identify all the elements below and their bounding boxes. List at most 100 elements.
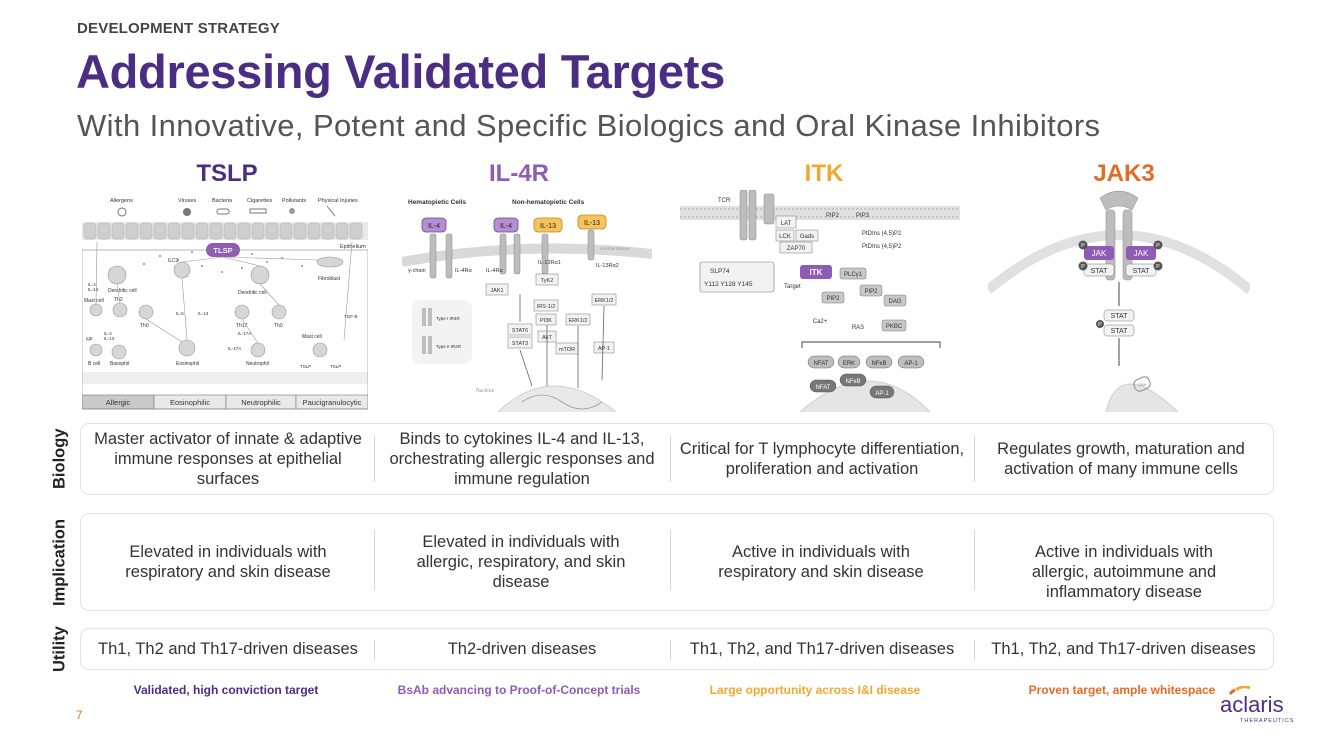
- utility-cell-tslp: Th1, Th2 and Th17-driven diseases: [98, 640, 358, 658]
- epithelium-layer: [82, 222, 368, 240]
- svg-text:IL-17A: IL-17A: [228, 346, 241, 351]
- svg-text:NFAT: NFAT: [814, 361, 829, 367]
- svg-text:IRS-1/2: IRS-1/2: [537, 304, 556, 310]
- nucleus-shape: [1105, 383, 1179, 412]
- svg-text:STAT: STAT: [1091, 268, 1109, 275]
- th0-cell: [271, 304, 287, 320]
- svg-text:ERK1/2: ERK1/2: [569, 318, 588, 324]
- svg-text:Paucigranulocytic: Paucigranulocytic: [303, 398, 362, 407]
- biology-cell-tslp: Master activator of innate & adaptive im…: [94, 430, 362, 488]
- tslp-pathway-diagram: Allergens Viruses Bacteria Cigarettes Po…: [82, 190, 368, 412]
- svg-text:Neutrophilic: Neutrophilic: [241, 398, 281, 407]
- svg-text:ILC2: ILC2: [168, 258, 179, 264]
- ilc2-cell: [173, 261, 191, 279]
- itk-pathway-diagram: TCR LAT LCK Gads ZAP70 PIP2 PIP3 PtDIns …: [680, 190, 960, 412]
- svg-text:Th0: Th0: [140, 323, 149, 329]
- svg-text:Allergic: Allergic: [106, 398, 131, 407]
- column-header-jak3: JAK3: [1093, 160, 1155, 187]
- svg-text:B cell: B cell: [88, 361, 100, 367]
- svg-text:IL-13Rα1: IL-13Rα1: [538, 260, 561, 266]
- svg-text:Neutrophil: Neutrophil: [246, 361, 269, 367]
- implication-cell-itk: Active in individuals with respiratory a…: [718, 543, 924, 581]
- svg-text:Non-hematopietic Cells: Non-hematopietic Cells: [512, 199, 585, 206]
- dendritic-cell: [250, 265, 270, 285]
- dendritic-cell: [107, 265, 127, 285]
- column-header-tslp: TSLP: [196, 160, 258, 187]
- svg-text:STAT: STAT: [1133, 268, 1151, 275]
- basophil-cell: [111, 344, 127, 360]
- svg-text:DNA: DNA: [1138, 382, 1147, 387]
- divider: [374, 436, 375, 482]
- svg-text:ERK1/2: ERK1/2: [595, 298, 614, 304]
- implication-row: Elevated in individuals with respiratory…: [80, 513, 1274, 611]
- svg-text:Type I IR4R: Type I IR4R: [436, 316, 461, 321]
- page-number: 7: [76, 708, 83, 722]
- allergen-icon: [117, 207, 127, 217]
- svg-text:Eosinophil: Eosinophil: [176, 361, 199, 367]
- il13-ligand: [533, 217, 563, 233]
- implication-cell-tslp: Elevated in individuals with respiratory…: [125, 543, 331, 581]
- svg-text:PLCγ1: PLCγ1: [844, 272, 863, 278]
- phenotype-bar: Allergic Eosinophilic Neutrophilic Pauci…: [82, 394, 368, 410]
- svg-text:PKBC: PKBC: [886, 324, 903, 330]
- svg-text:PIP2: PIP2: [864, 289, 878, 295]
- svg-text:Target: Target: [784, 284, 801, 290]
- slp74-box: [699, 261, 775, 293]
- svg-text:THERAPEUTICS: THERAPEUTICS: [1240, 718, 1294, 724]
- svg-text:IL-17A: IL-17A: [238, 331, 251, 336]
- mast-cell: [312, 342, 328, 358]
- divider: [974, 436, 975, 482]
- svg-text:IL-4: IL-4: [104, 331, 112, 336]
- svg-text:IL-13Rα2: IL-13Rα2: [596, 263, 619, 269]
- biology-cell-jak3: Regulates growth, maturation and activat…: [997, 440, 1245, 478]
- implication-cell-il4r: Elevated in individuals with allergic, r…: [416, 533, 626, 591]
- svg-text:RAS: RAS: [852, 325, 864, 331]
- svg-text:Mast cell: Mast cell: [84, 298, 104, 304]
- svg-text:IL-4: IL-4: [428, 223, 440, 230]
- svg-text:Nucleus: Nucleus: [476, 388, 495, 394]
- neutrophil-cell: [250, 342, 266, 358]
- column-header-itk: ITK: [804, 160, 844, 187]
- svg-text:IL-4Rα: IL-4Rα: [455, 268, 472, 274]
- nucleus-shape: [799, 380, 931, 412]
- biology-cell-il4r: Binds to cytokines IL-4 and IL-13, orche…: [389, 430, 655, 488]
- fibroblast-cell: [316, 256, 344, 268]
- svg-text:PIP2: PIP2: [826, 296, 840, 302]
- svg-text:NFκB: NFκB: [872, 361, 887, 367]
- svg-text:LCK: LCK: [779, 234, 791, 240]
- svg-text:STAT: STAT: [1111, 328, 1129, 335]
- svg-text:aclaris: aclaris: [1220, 692, 1284, 717]
- jak-box: [1084, 246, 1114, 260]
- svg-text:IL-5: IL-5: [176, 311, 184, 316]
- svg-text:AP-1: AP-1: [904, 361, 918, 367]
- footnote-il4r: BsAb advancing to Proof-of-Concept trial…: [397, 683, 641, 697]
- trigger-label: Physical Injuries: [318, 198, 358, 204]
- implication-cell-jak3: Active in individuals with allergic, aut…: [1031, 543, 1217, 601]
- svg-text:NFAT: NFAT: [816, 385, 831, 391]
- svg-text:Gads: Gads: [800, 234, 814, 240]
- svg-text:Eosinophilic: Eosinophilic: [170, 398, 210, 407]
- svg-text:Type II IR4R: Type II IR4R: [436, 344, 462, 349]
- divider: [670, 436, 671, 482]
- svg-text:IL-13: IL-13: [104, 336, 115, 341]
- biology-cell-itk: Critical for T lymphocyte differentiatio…: [679, 440, 965, 478]
- footnote-itk: Large opportunity across I&I disease: [709, 683, 921, 697]
- svg-text:IL-13: IL-13: [198, 311, 209, 316]
- utility-cell-itk: Th1, Th2, and Th17-driven diseases: [689, 640, 955, 658]
- svg-text:Basophil: Basophil: [110, 361, 129, 367]
- il4-ligand: [493, 217, 519, 233]
- svg-text:PI3K: PI3K: [540, 318, 552, 324]
- tslp-diagram-frame: [82, 249, 368, 410]
- svg-text:SLP74: SLP74: [710, 268, 730, 275]
- svg-text:Th0: Th0: [274, 323, 283, 329]
- trigger-label: Cigarettes: [247, 198, 272, 204]
- pollutant-icon: [289, 208, 295, 214]
- footnote-jak3: Proven target, ample whitespace: [1028, 683, 1216, 697]
- svg-text:PtDIns (4,5)P2: PtDIns (4,5)P2: [862, 244, 902, 250]
- svg-text:AP-1: AP-1: [598, 346, 610, 352]
- row-label-biology: Biology: [50, 428, 69, 490]
- svg-text:TyK2: TyK2: [541, 278, 554, 284]
- svg-text:TGF-B: TGF-B: [344, 314, 358, 319]
- epithelium-label: Epithelium: [340, 244, 366, 250]
- trigger-label: Bacteria: [212, 198, 233, 204]
